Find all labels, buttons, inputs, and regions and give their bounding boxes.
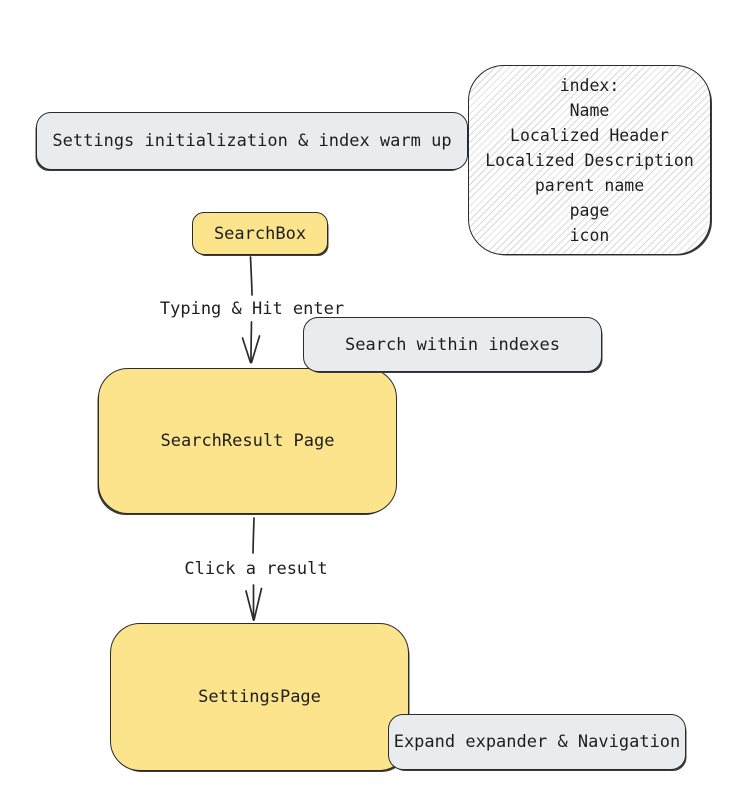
index-note-line: parent name	[534, 175, 645, 195]
node-search-box-label: SearchBox	[213, 223, 307, 244]
index-note-line: Localized Description	[485, 150, 694, 170]
node-search-result: SearchResult Page	[98, 368, 397, 514]
node-search-within: Search within indexes	[303, 317, 602, 372]
node-settings-page-label: SettingsPage	[198, 687, 321, 707]
index-note-line: page	[569, 200, 610, 220]
node-search-within-label: Search within indexes	[345, 334, 560, 355]
node-index-note: index: Name Localized Header Localized D…	[468, 65, 711, 255]
node-search-result-label: SearchResult Page	[160, 431, 335, 451]
node-expand-nav-label: Expand expander & Navigation	[393, 732, 681, 752]
index-note-line: Name	[569, 100, 610, 120]
index-note-line: index:	[559, 75, 620, 95]
node-settings-page: SettingsPage	[110, 623, 409, 771]
index-note-line: Localized Header	[510, 125, 669, 145]
node-settings-init: Settings initialization & index warm up	[36, 112, 468, 170]
edge-label-click-result: Click a result	[184, 559, 328, 579]
index-note-line: icon	[569, 225, 610, 245]
node-search-box: SearchBox	[192, 212, 328, 255]
node-expand-nav: Expand expander & Navigation	[388, 714, 686, 770]
node-settings-init-label: Settings initialization & index warm up	[52, 131, 452, 151]
edge-label-typing-enter: Typing & Hit enter	[159, 299, 345, 319]
